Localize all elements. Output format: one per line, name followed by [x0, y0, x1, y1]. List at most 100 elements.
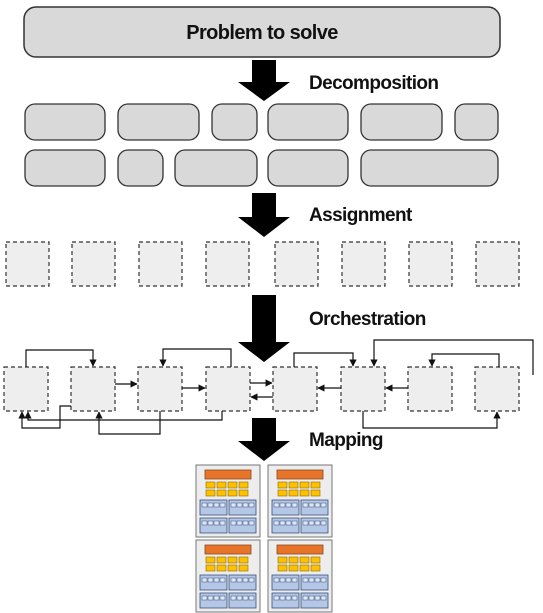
subproblem-box [360, 103, 443, 141]
chip-subcell [201, 577, 208, 583]
chip-block [271, 517, 300, 534]
chip-block [271, 499, 300, 516]
chip-subcell [207, 502, 214, 508]
chip-subcell [236, 577, 243, 583]
chip-cell [216, 481, 227, 489]
chip-header [204, 469, 252, 480]
chip-cell [205, 489, 216, 497]
chip-cell [288, 489, 299, 497]
chip-cell [310, 564, 321, 572]
problem-label: Problem to solve [186, 22, 338, 44]
chip-cell [310, 489, 321, 497]
chip-cell [238, 564, 249, 572]
chip-subcell [302, 502, 309, 508]
worker-box [341, 241, 386, 287]
chip-subcell [230, 502, 237, 508]
chip-cell [227, 489, 238, 497]
chip-block [228, 574, 257, 591]
chip-cell [205, 556, 216, 564]
chip-subcell [320, 577, 327, 583]
chip-subcell [314, 520, 321, 526]
worker-box [474, 366, 520, 412]
chip-subcell [320, 595, 327, 601]
orchestration-row [3, 366, 520, 412]
worker-box [70, 366, 116, 412]
processor-chip-icon [195, 539, 261, 613]
arrow-down-icon [238, 418, 290, 461]
chip-subcell [302, 520, 309, 526]
chip-subcell [219, 577, 226, 583]
subproblem-box [360, 149, 499, 187]
chip-cell [288, 564, 299, 572]
multicore-chips [195, 464, 333, 613]
chip-subcell [201, 520, 208, 526]
chip-subcell [242, 577, 249, 583]
chip-subcell [314, 577, 321, 583]
chip-cell [216, 489, 227, 497]
chip-subcell [308, 577, 315, 583]
chip-subcell [242, 595, 249, 601]
chip-subcell [248, 595, 255, 601]
chip-block [300, 517, 329, 534]
chip-block [199, 574, 228, 591]
chip-subcell [207, 577, 214, 583]
arrow-down-icon [238, 193, 290, 237]
chip-cell [277, 556, 288, 564]
stage-label-decomposition: Decomposition [309, 73, 438, 94]
chip-subcell [213, 520, 220, 526]
processor-chip-icon [267, 539, 333, 613]
chip-subcell [230, 595, 237, 601]
chip-cell [238, 481, 249, 489]
chip-subcell [314, 502, 321, 508]
chip-subcell [291, 577, 298, 583]
chip-header [276, 469, 324, 480]
chip-cell [299, 564, 310, 572]
chip-subcell [219, 502, 226, 508]
chip-subcell [279, 577, 286, 583]
chip-subcell [219, 520, 226, 526]
subproblem-box [117, 103, 200, 141]
chip-subcell [285, 502, 292, 508]
chip-subcell [236, 595, 243, 601]
subproblem-box [454, 103, 499, 141]
problem-box: Problem to solve [23, 6, 501, 58]
subproblem-box [24, 149, 106, 187]
chip-subcell [279, 595, 286, 601]
chip-cell [216, 556, 227, 564]
stage-label-orchestration: Orchestration [309, 309, 426, 330]
chip-cell [299, 556, 310, 564]
chip-cell [205, 564, 216, 572]
chip-subcell [279, 520, 286, 526]
chip-block [228, 517, 257, 534]
chip-cell [238, 489, 249, 497]
chip-block [300, 499, 329, 516]
chip-header [276, 544, 324, 555]
chip-cell [310, 556, 321, 564]
chip-cell [310, 481, 321, 489]
chip-subcell [291, 595, 298, 601]
chip-subcell [242, 502, 249, 508]
worker-box [407, 366, 453, 412]
chip-subcell [242, 520, 249, 526]
worker-box [138, 241, 183, 287]
worker-box [137, 366, 183, 412]
chip-subcell [291, 502, 298, 508]
chip-subcell [285, 595, 292, 601]
worker-box [475, 241, 520, 287]
worker-box [205, 241, 250, 287]
chip-block [271, 592, 300, 609]
chip-block [228, 499, 257, 516]
assignment-row [5, 241, 520, 287]
subproblem-box [267, 149, 349, 187]
subproblem-box [117, 149, 164, 187]
chip-subcell [308, 595, 315, 601]
stage-label-assignment: Assignment [309, 205, 413, 226]
processor-chip-icon [195, 464, 261, 538]
chip-cell [277, 564, 288, 572]
chip-subcell [230, 520, 237, 526]
chip-cell [205, 481, 216, 489]
chip-subcell [308, 502, 315, 508]
subproblem-row-2 [24, 149, 499, 187]
worker-box [408, 241, 453, 287]
